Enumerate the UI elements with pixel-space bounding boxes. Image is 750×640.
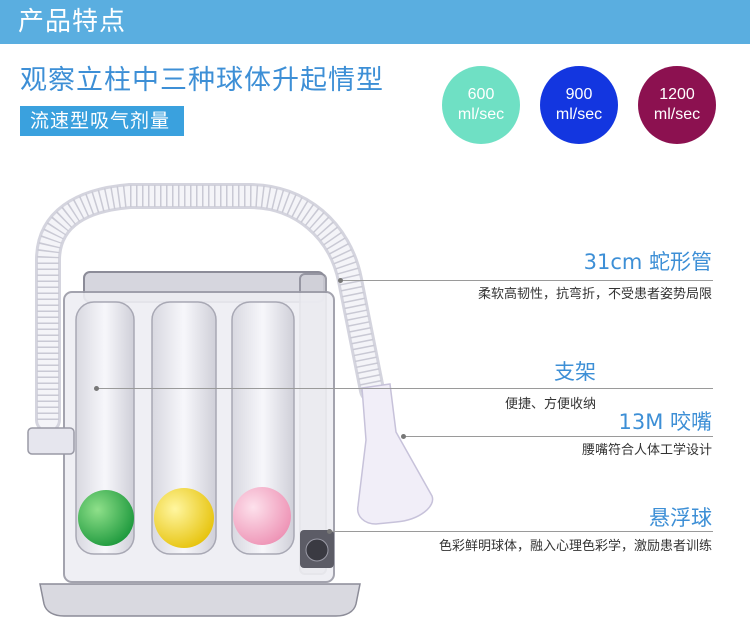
flow-badge-unit: ml/sec: [653, 106, 701, 123]
section-title: 产品特点: [18, 7, 127, 37]
flow-badge-value: 900: [565, 86, 593, 103]
ball-yellow: [154, 488, 214, 548]
feature-stand-desc: 便捷、方便收纳: [504, 397, 596, 412]
pointer-dot-mouthpiece: [401, 434, 406, 439]
feature-ball-desc: 色彩鲜明球体，融入心理色彩学，激励患者训练: [438, 539, 712, 554]
pointer-line-ball: [330, 531, 713, 532]
subhead-label: 流速型吸气剂量: [20, 106, 185, 136]
pointer-line-stand: [96, 388, 713, 389]
feature-hose-title: 31cm 蛇形管: [583, 250, 712, 274]
flow-badge-unit: ml/sec: [457, 106, 505, 123]
hose-connector: [27, 427, 75, 455]
flow-badge-1200: 1200 ml/sec: [638, 66, 716, 144]
flow-badge-value: 600: [467, 86, 495, 103]
pointer-dot-ball: [327, 529, 332, 534]
mouthpiece: [356, 383, 434, 525]
device-base: [39, 583, 361, 617]
pointer-line-mouthpiece: [404, 436, 713, 437]
feature-stand-title: 支架: [554, 360, 596, 384]
corrugated-hose: [35, 183, 385, 433]
flow-badge-unit: ml/sec: [555, 106, 603, 123]
flow-columns: [75, 301, 295, 555]
flow-badge-900: 900 ml/sec: [540, 66, 618, 144]
feature-hose-desc: 柔软高韧性，抗弯折，不受患者姿势局限: [477, 287, 712, 302]
section-header-bar: 产品特点: [0, 0, 750, 44]
pointer-dot-stand: [94, 386, 99, 391]
ball-green: [78, 490, 134, 546]
pointer-dot-hose: [338, 278, 343, 283]
headline: 观察立柱中三种球体升起情型: [20, 65, 384, 96]
feature-mouthpiece-desc: 腰嘴符合人体工学设计: [581, 443, 712, 458]
pointer-line-hose: [341, 280, 713, 281]
flow-badge-600: 600 ml/sec: [442, 66, 520, 144]
ball-pink: [233, 487, 291, 545]
feature-ball-title: 悬浮球: [649, 506, 712, 530]
flow-badge-value: 1200: [659, 86, 695, 103]
feature-mouthpiece-title: 13M 咬嘴: [618, 410, 712, 434]
